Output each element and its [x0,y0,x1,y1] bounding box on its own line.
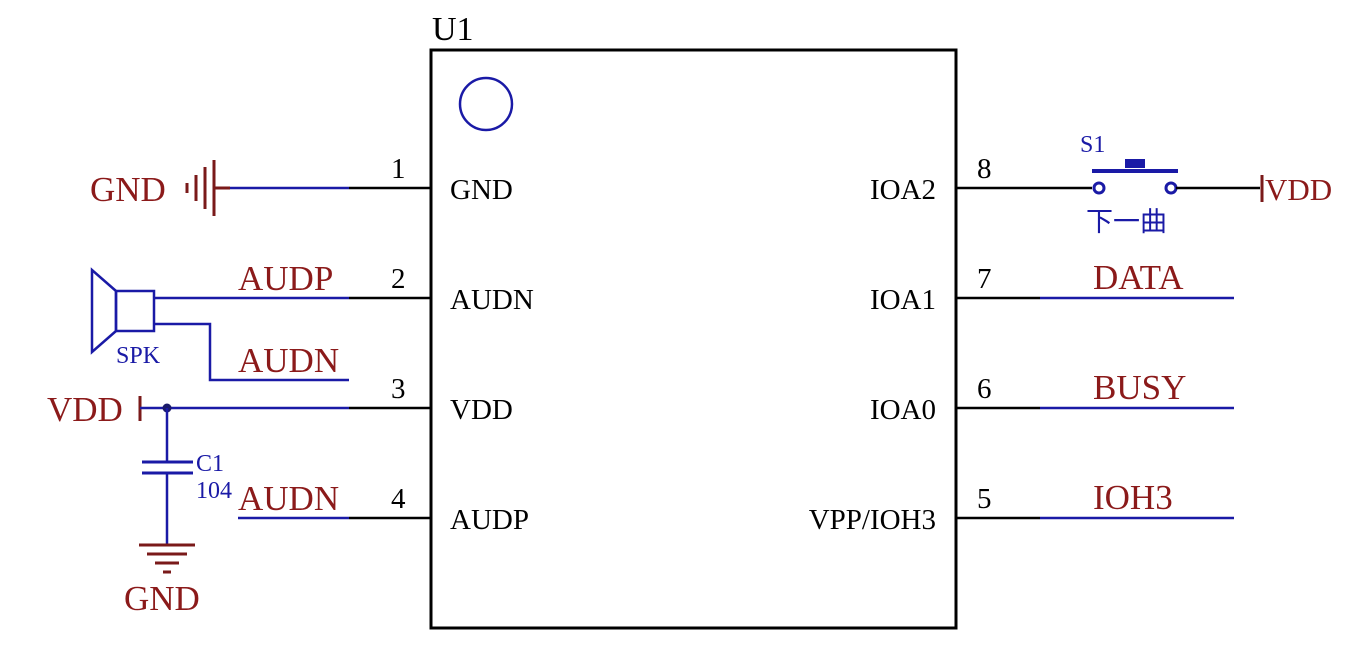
speaker-wires [154,296,349,382]
pin-number: 3 [391,373,406,405]
speaker-icon [90,267,156,355]
net-label-audp: AUDP [238,259,333,298]
ground-icon [185,160,230,216]
net-label-gnd: GND [90,170,166,209]
pin-name: VPP/IOH3 [809,504,936,536]
pin-name: IOA0 [870,394,936,426]
pin-name: AUDP [450,504,529,536]
net-label-busy: BUSY [1093,368,1186,407]
net-label-data: DATA [1093,258,1184,297]
right-pin-lines [956,186,1040,520]
pin-number: 6 [977,373,992,405]
ground-icon [139,543,195,574]
pin-number: 8 [977,153,992,185]
switch-ref: S1 [1080,132,1105,158]
cap-value: 104 [196,478,232,504]
pin1-marker-icon [458,76,514,132]
pin-number: 5 [977,483,992,515]
pin-name: IOA1 [870,284,936,316]
capacitor-icon [142,460,193,475]
left-pin-lines [349,186,431,520]
net-label-gnd-bottom: GND [124,579,200,618]
pin-number: 7 [977,263,992,295]
pin-number: 2 [391,263,406,295]
pin-name: GND [450,174,513,206]
speaker-label: SPK [116,343,161,369]
pin-name: VDD [450,394,513,426]
net-label-ioh3: IOH3 [1093,478,1173,517]
net-label-audn: AUDN [238,341,339,380]
switch-icon [1092,159,1178,195]
switch-label: 下一曲 [1086,207,1167,237]
pin-number: 4 [391,483,406,515]
ic-ref: U1 [432,11,474,48]
pin-name: IOA2 [870,174,936,206]
right-net-wires [1040,296,1234,520]
net-label-audn-pin4: AUDN [238,479,339,518]
pin-number: 1 [391,153,406,185]
net-label-vdd-right: VDD [1265,172,1332,207]
net-label-vdd: VDD [47,390,123,429]
pin-name: AUDN [450,284,534,316]
ic-body [429,48,958,630]
cap-ref: C1 [196,451,224,477]
